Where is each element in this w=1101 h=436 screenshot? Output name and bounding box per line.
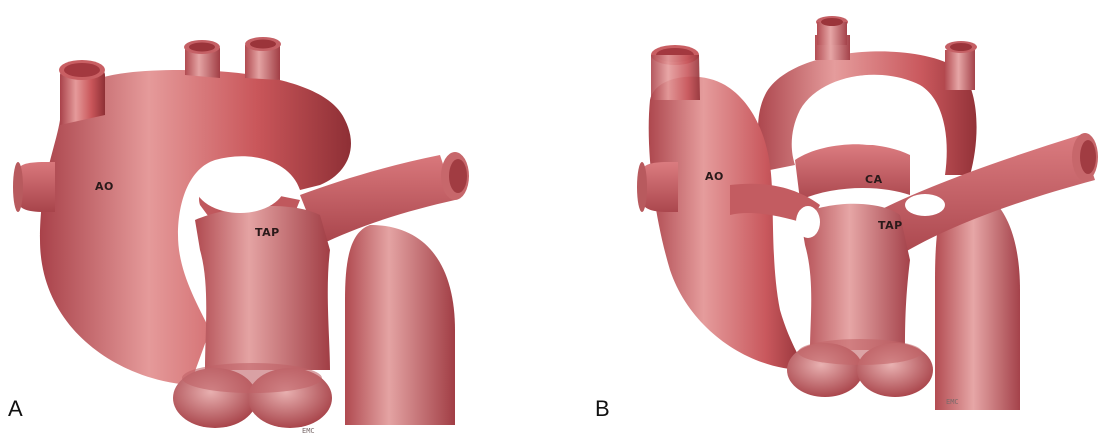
heart-vessels-illustration-b: AO CA TAP EMC	[550, 0, 1101, 436]
artist-signature: EMC	[946, 398, 959, 406]
arch-window	[817, 75, 927, 145]
left-stub-vessel	[18, 162, 55, 212]
panel-a: AO TAP EMC A	[0, 0, 550, 436]
panel-letter-a: A	[8, 396, 23, 422]
label-ao: AO	[705, 170, 724, 183]
descending-aorta	[345, 225, 455, 425]
left-stub-vessel	[642, 162, 678, 212]
common-arch	[795, 144, 910, 200]
label-tap: TAP	[878, 219, 903, 232]
label-ca: CA	[865, 173, 883, 186]
panel-letter-b: B	[595, 396, 610, 422]
arch-window	[195, 157, 285, 213]
label-tap: TAP	[255, 226, 280, 239]
artist-signature: EMC	[302, 427, 315, 435]
heart-vessels-illustration-a: AO TAP EMC	[0, 0, 550, 436]
panel-b: AO CA TAP EMC B	[550, 0, 1101, 436]
label-ao: AO	[95, 180, 114, 193]
